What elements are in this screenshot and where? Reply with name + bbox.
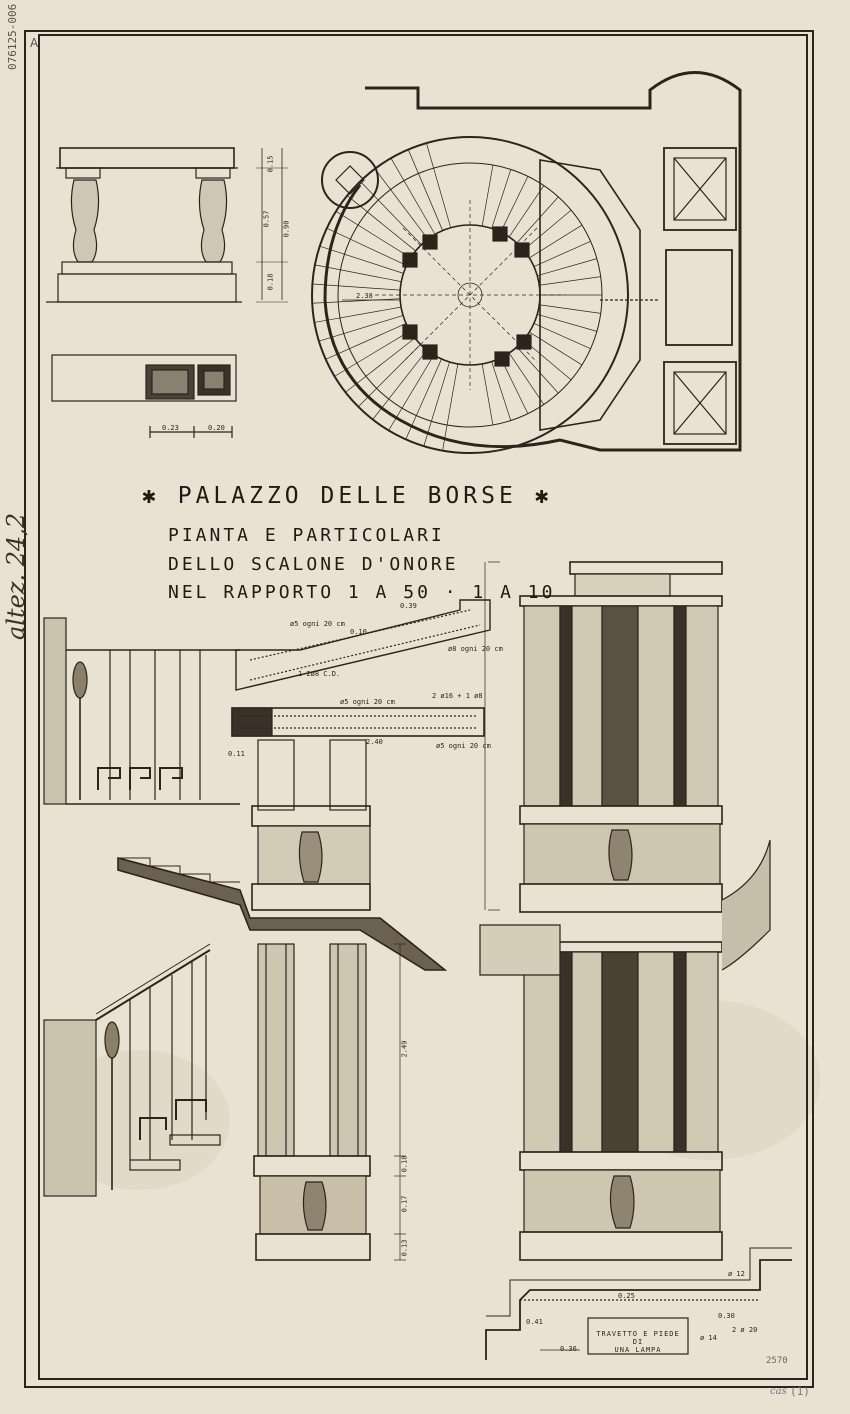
lower-railing-detail xyxy=(43,943,221,1197)
dim-label: 0.41 xyxy=(526,1318,543,1326)
dim-label: 0.20 xyxy=(208,424,225,432)
stair-tread xyxy=(426,143,452,228)
stair-tread xyxy=(481,164,494,227)
dim-label: 0.18 xyxy=(266,273,275,291)
margin-reference: altez. 24,2 xyxy=(2,512,30,640)
stair-tread xyxy=(319,245,404,274)
dim-label: ø 14 xyxy=(700,1334,717,1342)
stair-tread xyxy=(334,330,411,377)
dim-label: 0.90 xyxy=(282,220,291,238)
stair-tread xyxy=(491,169,512,229)
dim-label: 0.15 xyxy=(266,155,275,173)
rebar-label: ø5 ogni 20 cm xyxy=(290,620,345,628)
dim-label: 2.40 xyxy=(366,738,383,746)
section-note: TRAVETTO E PIEDE DI UNA LAMPA xyxy=(590,1330,686,1354)
dim-label: 0.13 xyxy=(400,1239,409,1257)
stair-tread xyxy=(508,352,545,405)
balustrade-elevation xyxy=(46,147,288,438)
stair-tread xyxy=(523,209,572,251)
stair-tread xyxy=(312,283,401,291)
stair-tread xyxy=(314,264,402,282)
rebar-label: ø8 ogni 20 cm xyxy=(448,645,503,653)
stair-tread xyxy=(374,168,429,240)
stair-tread xyxy=(533,240,591,267)
stair-tread xyxy=(481,363,494,426)
stair-tread xyxy=(346,195,416,252)
stair-tread xyxy=(407,149,443,231)
dim-label: 0.36 xyxy=(560,1345,577,1353)
stair-tread xyxy=(312,298,401,304)
stair-tread xyxy=(442,363,459,451)
dim-label: 0.30 xyxy=(718,1312,735,1320)
dim-label: 2 ø 20 xyxy=(732,1326,758,1334)
stair-tread xyxy=(335,210,411,259)
dim-label: 0.23 xyxy=(162,424,179,432)
stair-tread xyxy=(359,181,422,245)
subtitle-line-3: NEL RAPPORTO 1 A 50 · 1 A 10 xyxy=(168,582,556,603)
stair-tread xyxy=(390,157,436,235)
stair-tread xyxy=(388,354,435,431)
railing-detail xyxy=(43,617,240,805)
star-icon: ✱ xyxy=(142,483,160,509)
dim-label: 2.38 xyxy=(356,292,373,300)
dim-label: 0.17 xyxy=(400,1195,409,1213)
corner-mark: A xyxy=(30,36,39,50)
rebar-label: 1 2ø8 C.D. xyxy=(298,670,341,678)
rebar-label: 2 ø16 + 1 ø8 xyxy=(432,692,483,700)
stair-tread xyxy=(325,323,407,360)
stair-tread xyxy=(500,176,529,233)
dim-label: 0.57 xyxy=(262,210,271,228)
note-line: UNA LAMPA xyxy=(614,1346,662,1354)
stair-tread xyxy=(326,227,407,266)
dim-label: 2.49 xyxy=(400,1040,409,1058)
subtitle-line-2: DELLO SCALONE D'ONORE xyxy=(168,554,459,575)
stair-tread xyxy=(491,361,512,421)
stair-tread xyxy=(500,357,529,414)
beam-foot-section xyxy=(485,1247,792,1360)
archive-code: 076125-006 xyxy=(6,3,19,70)
stair-tread xyxy=(345,337,416,393)
dim-label: ø 12 xyxy=(728,1270,745,1278)
stair-tread xyxy=(537,258,597,277)
stair-tread xyxy=(539,304,601,314)
rebar-sections xyxy=(231,562,491,910)
dim-label: 0.25 xyxy=(618,1292,635,1300)
dim-label: 0.18 xyxy=(400,1155,409,1173)
archive-stamp: (1) xyxy=(790,1385,810,1398)
stair-tread xyxy=(405,358,442,440)
dim-label: 0.11 xyxy=(228,750,245,758)
stair-tread xyxy=(423,361,450,447)
right-column-elevation xyxy=(479,561,771,1261)
inner-border xyxy=(38,34,808,1380)
dim-label: 0.39 xyxy=(400,602,417,610)
stair-tread xyxy=(508,185,545,238)
center-column-elevation xyxy=(117,739,448,1261)
stair-tread xyxy=(529,331,583,366)
title-text: PALAZZO DELLE BORSE xyxy=(177,483,517,509)
stair-tread xyxy=(539,276,601,286)
rebar-label: ø5 ogni 20 cm xyxy=(340,698,395,706)
stair-tread xyxy=(314,306,402,323)
star-icon: ✱ xyxy=(534,483,553,509)
drawing-title: ✱ PALAZZO DELLE BORSE ✱ xyxy=(142,483,553,509)
rebar-label: ø5 ogni 20 cm xyxy=(436,742,491,750)
bottom-code: 2570 xyxy=(766,1356,788,1366)
stair-tread xyxy=(533,323,591,350)
stair-tread xyxy=(516,346,559,394)
note-line: TRAVETTO E PIEDE DI xyxy=(596,1330,680,1346)
stair-tread xyxy=(318,315,404,342)
stamp-initials: cas xyxy=(770,1386,787,1397)
staircase-plan xyxy=(311,71,742,454)
stair-tread xyxy=(537,313,597,332)
stair-tread xyxy=(529,224,583,259)
stair-tread xyxy=(372,349,428,420)
subtitle-line-1: PIANTA E PARTICOLARI xyxy=(168,525,445,546)
stair-tread xyxy=(358,344,421,407)
outer-border xyxy=(24,30,814,1388)
dim-label: 0.10 xyxy=(350,628,367,636)
stair-tread xyxy=(516,196,559,244)
